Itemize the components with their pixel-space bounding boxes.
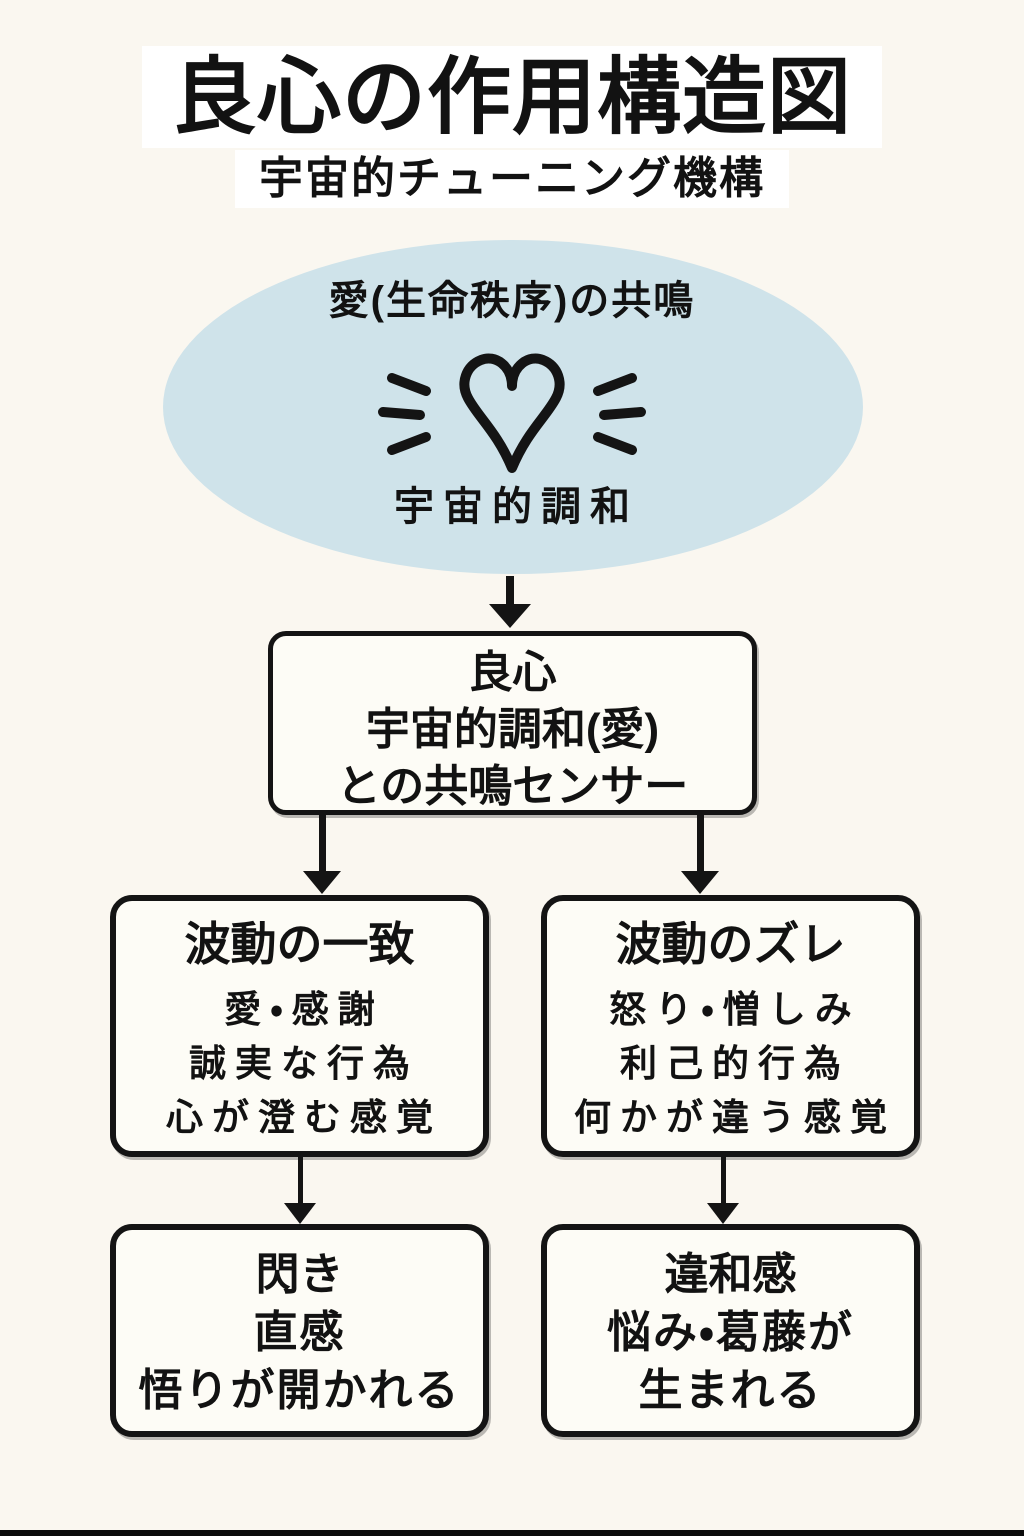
sensor-box-line: との共鳴センサー [336,762,689,811]
discomfort-outcome-title: 違和感 [664,1250,797,1299]
wave-mismatch-item: 怒り・憎しみ [609,989,861,1030]
arrow-stem [696,815,704,871]
wave-match-title: 波動の一致 [184,918,415,970]
love-resonance-ellipse [163,240,863,574]
connector-arrow-down-right-icon [681,815,719,894]
wave-mismatch-title: 波動のズレ [615,918,846,970]
discomfort-outcome-box: 違和感 悩み・葛藤が 生まれる [541,1224,920,1437]
arrow-head [284,1203,316,1224]
wave-match-item: 心が澄む感覚 [166,1097,442,1138]
sensor-box-line: 良心 [468,648,557,697]
arrow-stem [720,1157,726,1203]
wave-match-box: 波動の一致 愛・感謝 誠実な行為 心が澄む感覚 [110,895,489,1157]
radiating-heart-icon [378,353,646,473]
connector-arrow-outcome-left-icon [284,1157,316,1224]
connector-arrow-down-left-icon [303,815,341,894]
insight-outcome-box: 閃き 直感 悟りが開かれる [110,1224,489,1437]
arrow-head [489,604,531,628]
subheader: 宇宙的チューニング機構 [0,150,1024,208]
connector-arrow-outcome-right-icon [707,1157,739,1224]
connector-arrow-down-icon [489,576,531,628]
ellipse-top-label: 愛(生命秩序)の共鳴 [328,279,696,323]
wave-mismatch-item: 何かが違う感覚 [574,1097,896,1138]
insight-outcome-title: 閃き [255,1250,344,1299]
sensor-box-line: 宇宙的調和(愛) [365,705,660,754]
insight-outcome-item: 直感 [253,1308,346,1357]
insight-outcome-item: 悟りが開かれる [138,1366,461,1415]
wave-match-item: 誠実な行為 [189,1043,419,1084]
wave-mismatch-box: 波動のズレ 怒り・憎しみ 利己的行為 何かが違う感覚 [541,895,920,1157]
page-subtitle: 宇宙的チューニング機構 [235,150,789,208]
wave-match-item: 愛・感謝 [224,989,384,1030]
wave-match-body: 愛・感謝 誠実な行為 心が澄む感覚 [116,983,483,1145]
ellipse-bottom-label: 宇宙的調和 [394,485,639,529]
page-title: 良心の作用構造図 [141,46,882,148]
conscience-sensor-box: 良心 宇宙的調和(愛) との共鳴センサー [268,631,757,815]
wave-mismatch-body: 怒り・憎しみ 利己的行為 何かが違う感覚 [547,983,914,1145]
arrow-head [681,871,719,894]
arrow-head [707,1203,739,1224]
wave-mismatch-item: 利己的行為 [620,1043,850,1084]
arrow-stem [506,576,514,604]
discomfort-outcome-item: 生まれる [638,1366,823,1415]
arrow-stem [297,1157,303,1203]
arrow-stem [318,815,326,871]
discomfort-outcome-item: 悩み・葛藤が [607,1308,854,1357]
arrow-head [303,871,341,894]
header: 良心の作用構造図 [0,46,1024,148]
bottom-edge-bar [0,1530,1024,1536]
